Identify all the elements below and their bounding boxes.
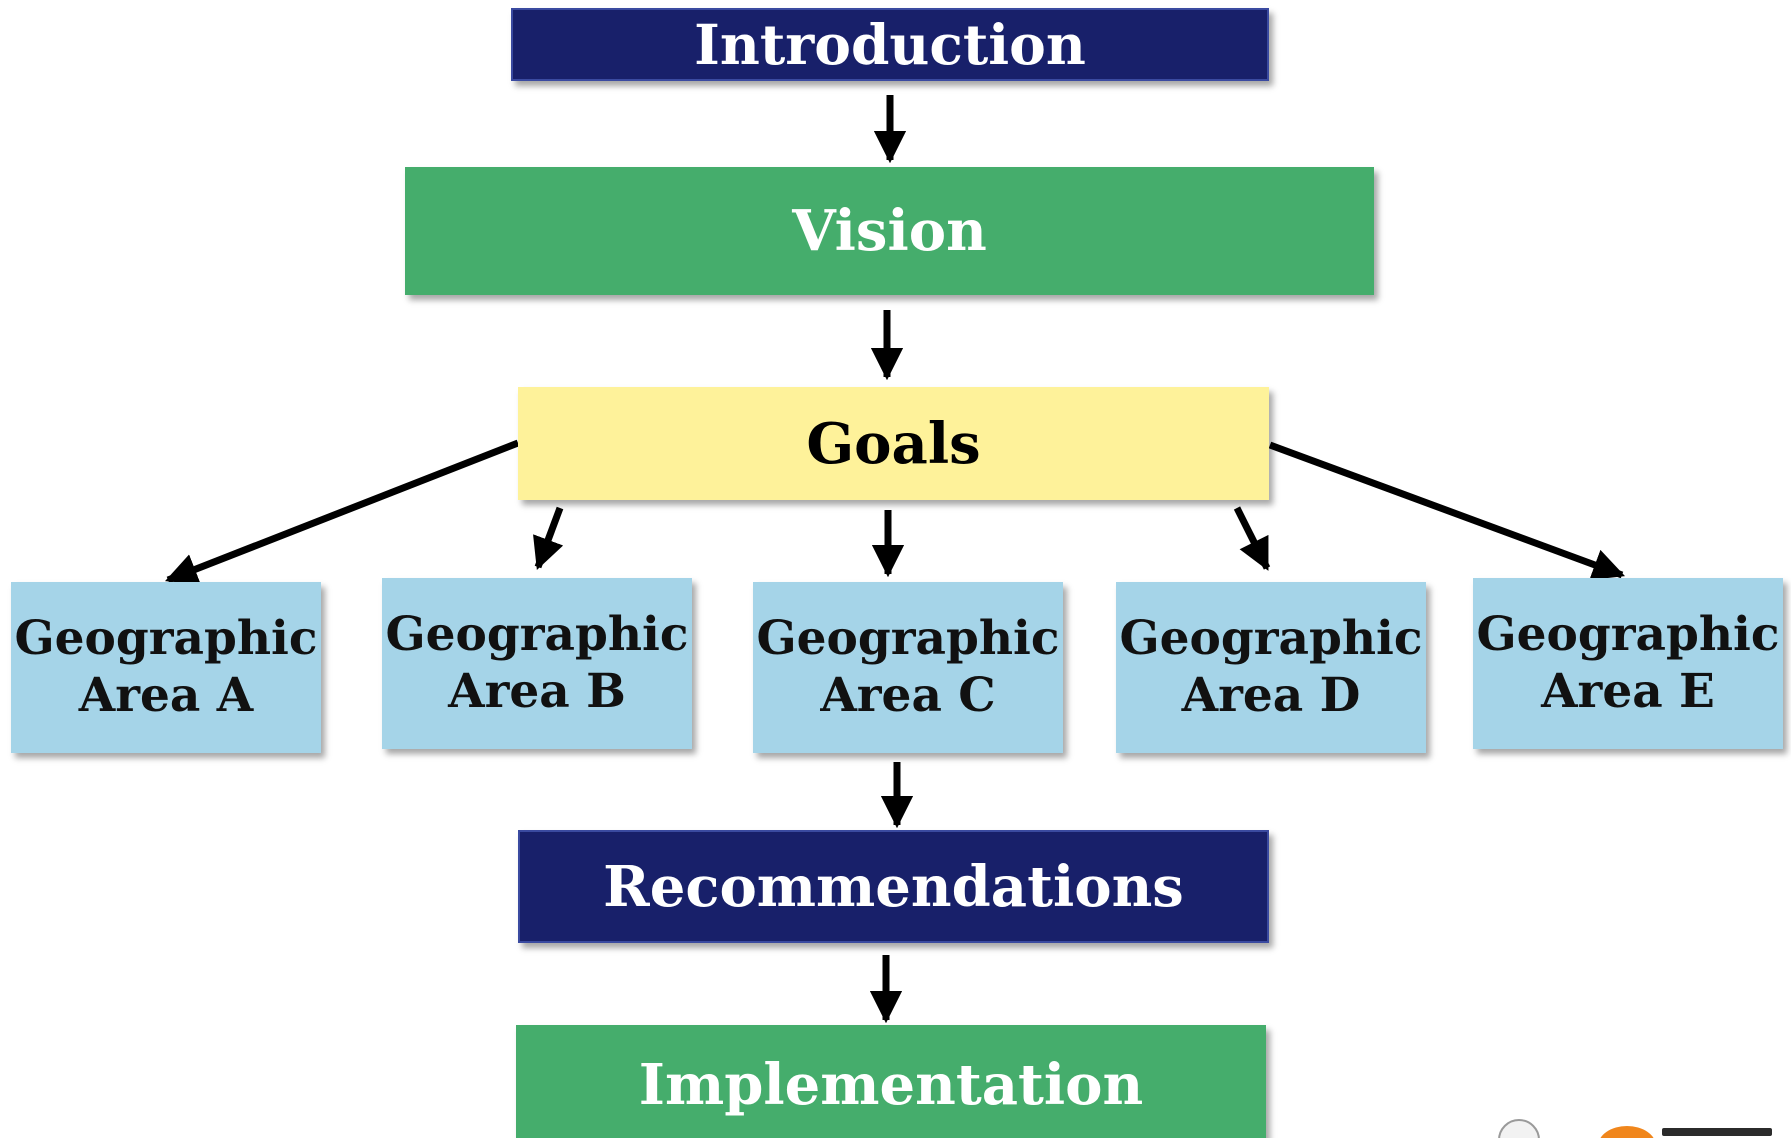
arrow-goals-to-area-e [1268, 441, 1626, 581]
box-geographic-area-e: Geographic Area E [1473, 578, 1783, 749]
area-c-line2: Area C [820, 667, 996, 723]
area-e-line2: Area E [1541, 663, 1715, 719]
area-b-line2: Area B [448, 663, 626, 719]
box-goals-label: Goals [806, 410, 981, 477]
box-geographic-area-b: Geographic Area B [382, 578, 692, 749]
logo-wordmark [1662, 1128, 1772, 1136]
box-implementation: Implementation [516, 1025, 1266, 1138]
box-vision: Vision [405, 167, 1374, 295]
area-d-line1: Geographic [1119, 611, 1423, 667]
box-geographic-area-d: Geographic Area D [1116, 582, 1426, 753]
box-vision-label: Vision [792, 198, 987, 264]
area-a-line2: Area A [78, 667, 254, 723]
area-e-line1: Geographic [1476, 607, 1780, 663]
arrow-goals-to-area-b [533, 506, 564, 571]
orange-logo-icon [1598, 1126, 1656, 1138]
box-implementation-label: Implementation [638, 1052, 1144, 1118]
box-introduction-label: Introduction [694, 12, 1086, 77]
area-a-line1: Geographic [14, 611, 318, 667]
box-geographic-area-c: Geographic Area C [753, 582, 1063, 753]
arrow-goals-to-area-d [1233, 506, 1271, 571]
box-goals: Goals [518, 387, 1269, 500]
box-introduction: Introduction [511, 8, 1269, 81]
area-d-line2: Area D [1181, 667, 1361, 723]
area-b-line1: Geographic [385, 607, 689, 663]
arrow-goals-to-area-a [165, 439, 520, 585]
area-c-line1: Geographic [756, 611, 1060, 667]
box-recommendations-label: Recommendations [603, 853, 1184, 920]
box-geographic-area-a: Geographic Area A [11, 582, 321, 753]
box-recommendations: Recommendations [518, 830, 1269, 943]
